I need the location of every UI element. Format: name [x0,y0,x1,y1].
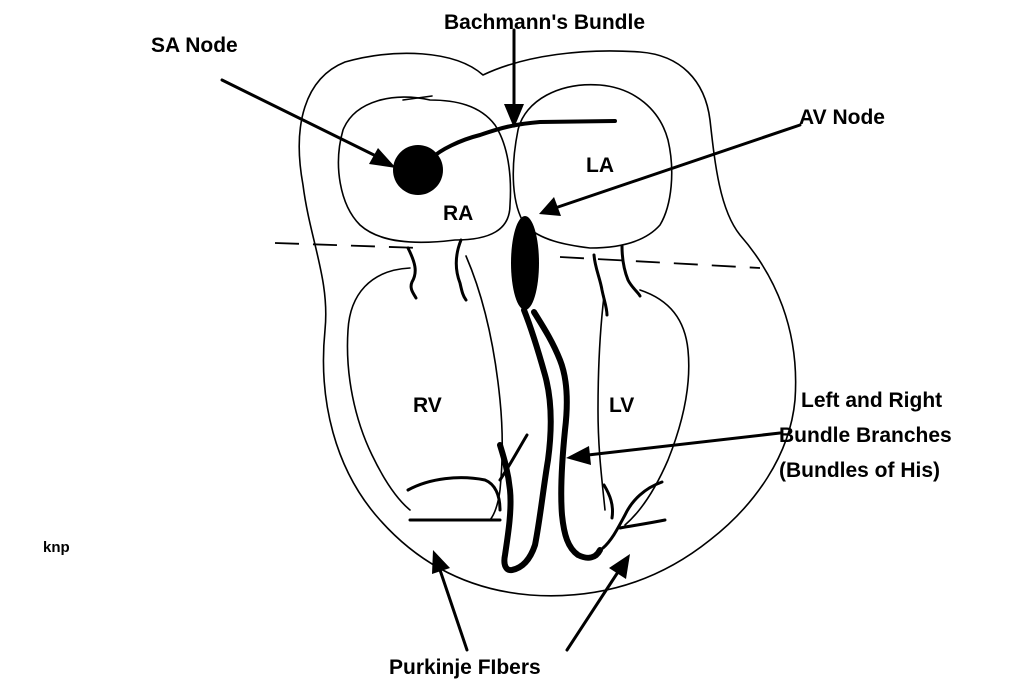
mitral-leaflet-right [622,246,640,296]
left-ventricle-outline [625,290,689,525]
arrow-purkinje-right [567,554,630,650]
la-label: LA [586,154,614,177]
left-bundle-branch [534,312,600,558]
heart-outer-outline [299,51,795,596]
av-node [511,216,539,310]
purkinje-fibers-lv-stub [604,485,613,518]
sa-node [393,145,443,195]
right-ventricle-outline [347,268,410,510]
av-node-label: AV Node [799,106,885,129]
av-plane-right [560,257,760,268]
sa-node-label: SA Node [151,34,238,57]
bachmanns-bundle-path [432,121,615,158]
arrow-purkinje-left [432,550,467,650]
lv-label: LV [609,394,634,417]
rv-label: RV [413,394,442,417]
purkinje-fibers-rv-upper [408,478,500,510]
arrow-sa-node [222,80,396,168]
bundle-branches-label-line1: Left and Right [801,389,942,412]
tricuspid-leaflet-left [408,248,416,298]
purkinje-fibers-label: Purkinje FIbers [389,656,541,679]
bachmanns-bundle-label: Bachmann's Bundle [444,11,645,34]
bundle-branches-label-line2: Bundle Branches [779,424,952,447]
arrow-bachmanns-bundle [504,30,524,128]
author-initials: knp [43,539,70,556]
septum-left-wall [598,296,605,510]
mitral-leaflet-left [594,255,607,315]
tricuspid-leaflet-right [456,240,466,300]
ra-label: RA [443,202,473,225]
arrow-av-node [539,125,800,216]
bundle-branches-label-line3: (Bundles of His) [779,459,940,482]
av-plane-left [275,243,420,248]
